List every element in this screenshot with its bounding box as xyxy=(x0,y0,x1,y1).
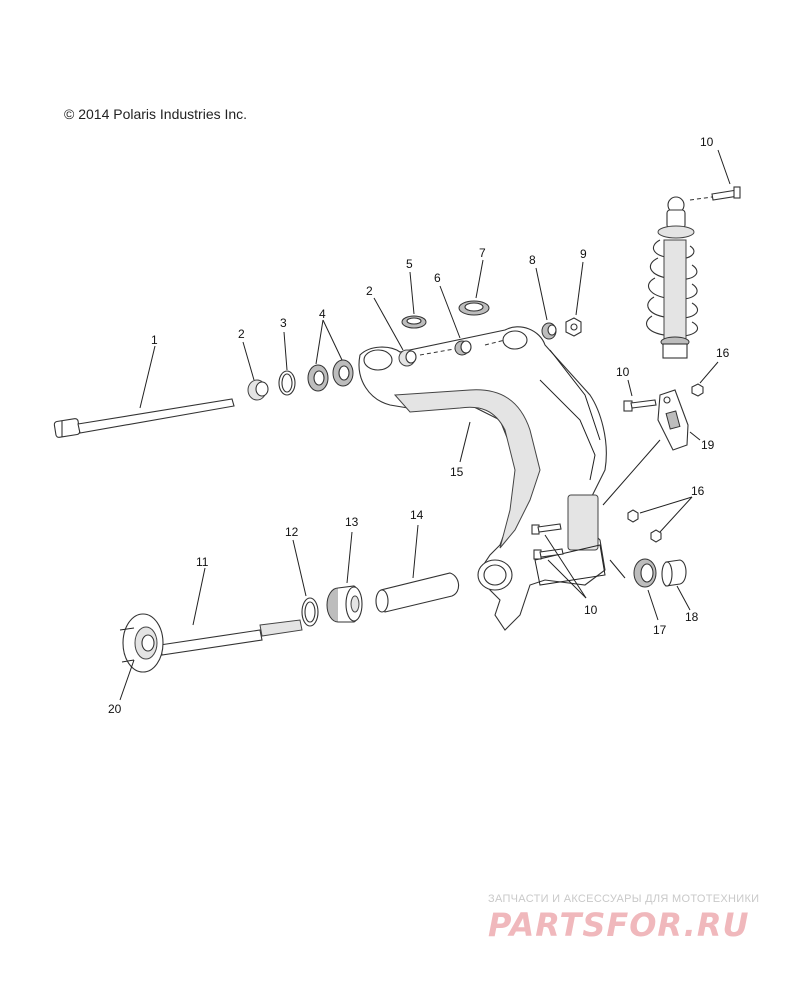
snap-ring-part-3[interactable] xyxy=(278,370,296,396)
callout-12: 12 xyxy=(285,525,299,539)
callout-3: 3 xyxy=(280,316,287,330)
leader-line-19 xyxy=(689,431,701,441)
leader-line-17 xyxy=(647,589,659,621)
callout-9: 9 xyxy=(580,247,587,261)
bolt-part-10-top[interactable] xyxy=(711,186,741,201)
leader-line-7 xyxy=(475,259,484,299)
watermark-logo: PARTSFOR.RU xyxy=(488,906,750,944)
callout-17: 17 xyxy=(653,623,667,637)
snap-ring-part-12[interactable] xyxy=(301,597,319,627)
connector-line-17 xyxy=(609,559,626,579)
callout-14: 14 xyxy=(410,508,424,522)
callout-16-lower: 16 xyxy=(691,484,705,498)
leader-line-10-lower-a xyxy=(544,534,587,599)
hub-part-20[interactable] xyxy=(119,613,164,673)
leader-line-4b xyxy=(322,319,343,361)
callout-4: 4 xyxy=(319,307,326,321)
callout-10-top: 10 xyxy=(700,135,714,149)
seal-part-7[interactable] xyxy=(458,300,490,316)
leader-line-16b xyxy=(659,496,693,533)
callout-11: 11 xyxy=(196,555,209,569)
callout-19: 19 xyxy=(701,438,715,452)
leader-line-2-right xyxy=(373,297,404,351)
bolt-part-10-lower[interactable] xyxy=(531,523,564,560)
leader-line-10-top xyxy=(717,149,731,185)
assembly-line-c xyxy=(689,196,713,201)
callout-8: 8 xyxy=(529,253,536,267)
callout-13: 13 xyxy=(345,515,359,529)
bushing-part-6[interactable] xyxy=(454,340,472,356)
bearing-part-17[interactable] xyxy=(633,558,657,588)
leader-line-18 xyxy=(676,585,691,611)
callout-1: 1 xyxy=(151,333,158,347)
callout-20: 20 xyxy=(108,702,122,716)
callout-7: 7 xyxy=(479,246,486,260)
leader-line-11 xyxy=(192,567,206,626)
leader-line-9 xyxy=(575,261,584,316)
leader-line-1 xyxy=(139,345,156,409)
callout-2-right: 2 xyxy=(366,284,373,298)
leader-line-3 xyxy=(283,331,288,371)
leader-line-5 xyxy=(409,271,415,315)
nut-part-9[interactable] xyxy=(565,317,582,337)
leader-line-20 xyxy=(119,659,135,701)
watermark-tagline: ЗАПЧАСТИ И АКСЕССУАРЫ ДЛЯ МОТОТЕХНИКИ xyxy=(488,893,760,905)
callout-6: 6 xyxy=(434,271,441,285)
leader-line-16a xyxy=(639,496,693,514)
link-bracket-part-19[interactable] xyxy=(657,389,689,451)
leader-line-12 xyxy=(292,539,307,597)
shock-absorber[interactable] xyxy=(646,196,698,359)
nut-part-16-lower[interactable] xyxy=(627,509,662,543)
nut-part-16-upper[interactable] xyxy=(691,383,704,397)
leader-line-15 xyxy=(459,421,471,463)
axle-part-11[interactable] xyxy=(159,619,303,656)
callout-16-upper: 16 xyxy=(716,346,730,360)
pivot-bolt-part-1[interactable] xyxy=(53,398,235,438)
callout-10-lower: 10 xyxy=(584,603,598,617)
spacer-tube-part-14[interactable] xyxy=(375,572,460,613)
callout-5: 5 xyxy=(406,257,413,271)
leader-line-2-left xyxy=(242,341,255,381)
leader-line-8 xyxy=(535,267,548,321)
swingarm-part-15[interactable] xyxy=(358,326,607,631)
leader-line-10-lower-b xyxy=(547,559,587,599)
leader-line-16-upper xyxy=(699,361,719,384)
bushing-part-2-left[interactable] xyxy=(247,379,269,401)
callout-18: 18 xyxy=(685,610,699,624)
bushing-part-8[interactable] xyxy=(541,322,557,340)
bushing-part-2-right[interactable] xyxy=(398,349,417,367)
leader-line-4a xyxy=(315,319,324,365)
connector-line-19 xyxy=(602,439,661,506)
callout-10-mid: 10 xyxy=(616,365,630,379)
sleeve-part-18[interactable] xyxy=(661,559,687,587)
bolt-part-10-mid[interactable] xyxy=(623,399,657,412)
leader-line-13 xyxy=(346,531,353,584)
callout-2-left: 2 xyxy=(238,327,245,341)
leader-line-6 xyxy=(439,285,461,339)
leader-line-14 xyxy=(412,524,419,579)
bearing-part-13[interactable] xyxy=(326,585,363,623)
bearing-part-4[interactable] xyxy=(307,359,354,392)
leader-line-10-mid xyxy=(627,379,633,397)
copyright-notice: © 2014 Polaris Industries Inc. xyxy=(64,106,248,122)
callout-15: 15 xyxy=(450,465,464,479)
assembly-line-b xyxy=(484,339,506,346)
seal-part-5[interactable] xyxy=(401,315,427,329)
